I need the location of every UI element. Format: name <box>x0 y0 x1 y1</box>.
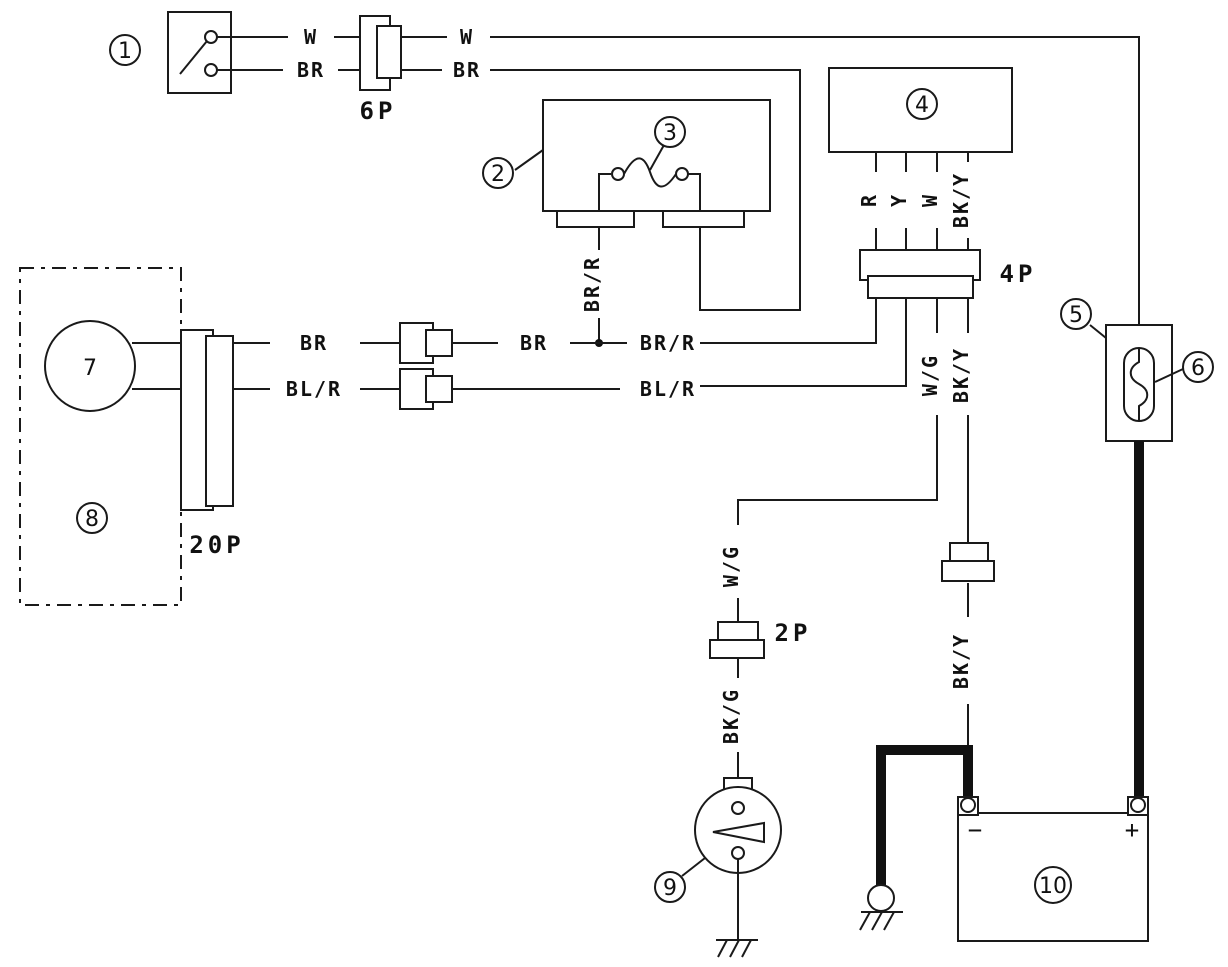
callout-6: 6 <box>1182 351 1214 383</box>
wire-label-w: W <box>460 25 474 49</box>
wire-label-bk-g: BK/G <box>719 688 743 744</box>
connector-label-6p: 6P <box>360 97 397 125</box>
switch-wires <box>217 36 1140 348</box>
callout-leader-9 <box>681 857 706 877</box>
sensor-component <box>694 777 782 940</box>
connector-label-20p: 20P <box>189 531 244 559</box>
br-inline-connector <box>399 322 453 364</box>
battery-minus-sign: − <box>968 816 982 844</box>
battery-negative-cable <box>876 745 973 888</box>
svg-text:8: 8 <box>85 507 99 532</box>
callout-3: 3 <box>654 116 686 148</box>
wire-label-r: R <box>857 193 881 207</box>
wire-label-w: W <box>918 193 942 207</box>
wire-label-bk-y: BK/Y <box>949 172 973 228</box>
bl-r-inline-connector <box>399 368 453 410</box>
connector-label-4p: 4P <box>1000 260 1037 288</box>
connector-4p <box>859 249 981 299</box>
callout-7: 7 <box>44 320 136 412</box>
callout-leader-2 <box>514 149 544 171</box>
horizontal-wires <box>233 342 627 390</box>
wire-label-w: W <box>304 25 318 49</box>
wire-label-bl-r: BL/R <box>286 377 342 401</box>
wire-label-br: BR <box>453 58 481 82</box>
ground-symbol <box>716 939 758 958</box>
battery-component: 10 <box>957 796 1149 942</box>
connector-label-2p: 2P <box>775 619 812 647</box>
fuse-holder <box>1105 324 1173 442</box>
svg-text:9: 9 <box>663 876 677 901</box>
connector-20p <box>180 329 234 511</box>
connector-6p <box>359 15 402 91</box>
module-component <box>542 99 771 228</box>
callout-5: 5 <box>1060 298 1092 330</box>
wire-label-w-g: W/G <box>719 545 743 587</box>
switch-component <box>167 11 232 94</box>
wire-label-w-g: W/G <box>918 354 942 396</box>
connector-4p-lower-wires <box>700 298 969 750</box>
wire-label-bk-y: BK/Y <box>949 347 973 403</box>
battery-plus-sign: + <box>1125 816 1139 844</box>
unit-4-wires <box>875 152 969 250</box>
svg-text:5: 5 <box>1069 303 1083 328</box>
callout-1: 1 <box>109 34 141 66</box>
svg-text:2: 2 <box>491 162 505 187</box>
callout-2: 2 <box>482 157 514 189</box>
svg-text:3: 3 <box>663 121 677 146</box>
bk-y-inline-connector <box>941 542 995 582</box>
wire-label-br: BR <box>297 58 325 82</box>
wire-label-br-r: BR/R <box>580 256 604 312</box>
ground-symbol <box>859 884 903 931</box>
svg-text:10: 10 <box>1039 874 1067 899</box>
svg-text:7: 7 <box>83 356 97 381</box>
callout-leader-5 <box>1089 324 1107 339</box>
wire-label-bk-y: BK/Y <box>949 633 973 689</box>
wire-label-y: Y <box>887 193 911 207</box>
callout-leader-6 <box>1154 368 1184 383</box>
callout-leader-3 <box>649 144 665 171</box>
callout-8: 8 <box>76 502 108 534</box>
dashed-assembly-outline <box>19 267 182 606</box>
svg-text:1: 1 <box>118 39 132 64</box>
svg-text:4: 4 <box>915 93 929 118</box>
wire-label-br-r: BR/R <box>640 331 696 355</box>
connector-2p <box>709 621 765 659</box>
wire-label-br: BR <box>300 331 328 355</box>
svg-text:6: 6 <box>1191 356 1205 381</box>
unit-component: 4 <box>828 67 1013 153</box>
wire-label-br: BR <box>520 331 548 355</box>
wire-label-bl-r: BL/R <box>640 377 696 401</box>
callout-9: 9 <box>654 871 686 903</box>
